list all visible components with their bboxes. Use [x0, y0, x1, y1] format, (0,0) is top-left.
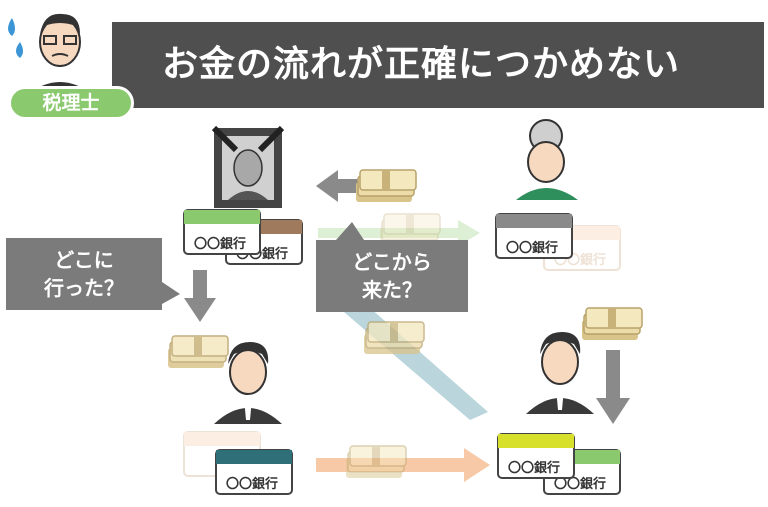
grandmother-figure — [516, 119, 578, 200]
bank-card-teal: 〇〇銀行 — [215, 449, 293, 495]
money-stack-middle — [363, 321, 425, 355]
bubble-line: どこに — [54, 248, 114, 272]
page-title: お金の流れが正確につかめない — [162, 44, 681, 85]
bubble-line: 行った？ — [44, 276, 124, 300]
money-stack-top — [355, 169, 417, 203]
heir-figure — [526, 332, 594, 414]
son-figure — [214, 342, 282, 424]
bank-card-green-deceased: 〇〇銀行 — [183, 209, 261, 255]
money-stack-right — [581, 307, 643, 341]
accountant-badge: 税理士 — [8, 86, 134, 120]
money-stack-bottom — [345, 445, 407, 479]
svg-text:〇〇銀行: 〇〇銀行 — [506, 240, 558, 256]
bubble-line: 来た？ — [362, 278, 422, 302]
svg-text:〇〇銀行: 〇〇銀行 — [194, 236, 246, 252]
bubble-line: どこから — [352, 250, 432, 274]
bank-card-yellow: 〇〇銀行 — [497, 433, 575, 479]
svg-text:〇〇銀行: 〇〇銀行 — [508, 460, 560, 476]
deceased-portrait — [211, 125, 285, 208]
speech-bubble-where-from: どこから 来た？ — [316, 240, 468, 312]
svg-text:〇〇銀行: 〇〇銀行 — [554, 476, 606, 492]
speech-bubble-where-went: どこに 行った？ — [6, 238, 162, 310]
sweat-drops-icon — [8, 18, 23, 58]
svg-text:〇〇銀行: 〇〇銀行 — [226, 476, 278, 492]
arrow-down-right — [596, 350, 630, 424]
arrow-down-to-son — [184, 270, 216, 322]
bank-card-gray: 〇〇銀行 — [495, 213, 573, 259]
money-stack-left — [167, 335, 229, 369]
header-banner — [112, 22, 764, 108]
